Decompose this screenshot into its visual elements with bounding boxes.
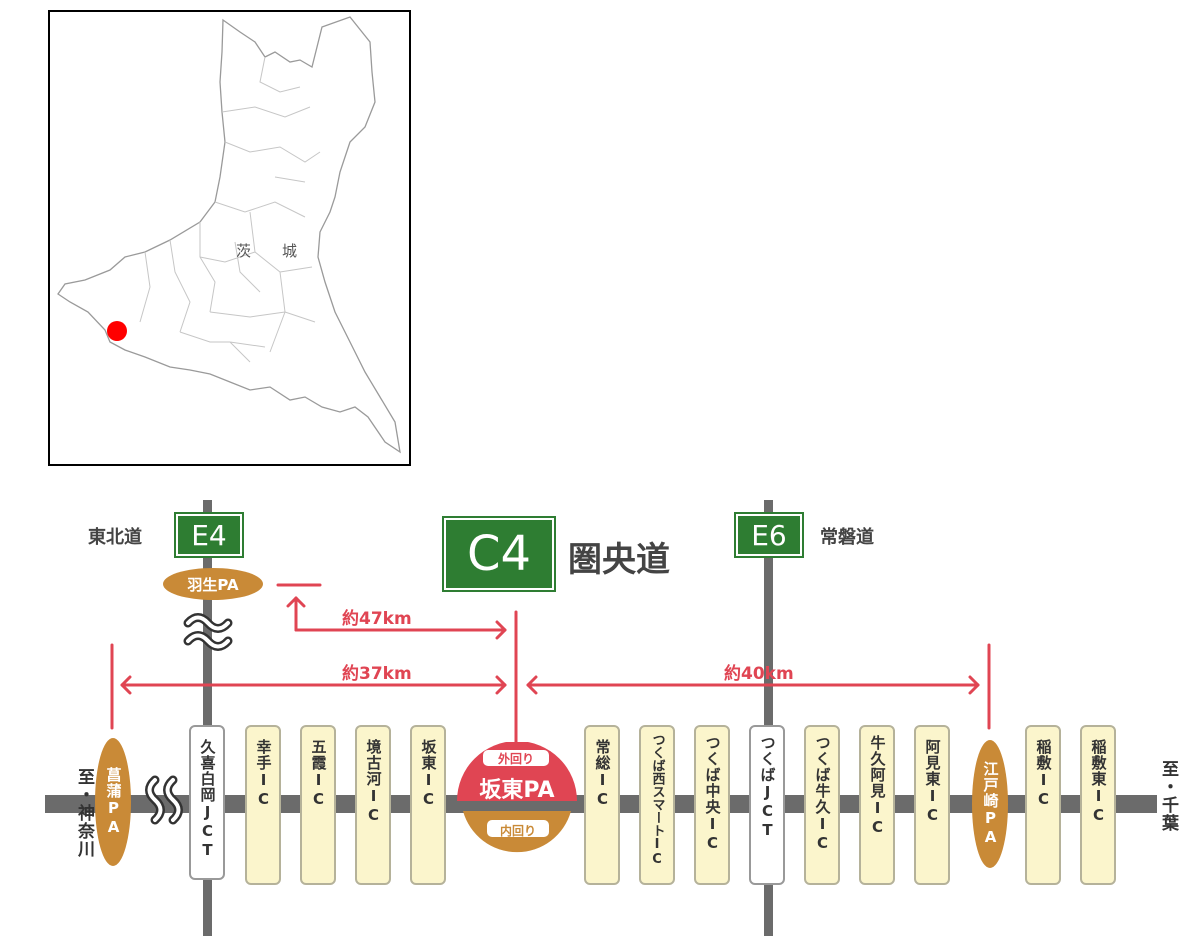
facility-joso-ic: 常総IC: [584, 725, 620, 885]
distance-40km: 約40km: [724, 664, 794, 684]
end-right-text: 至・千葉: [1158, 760, 1178, 832]
facility-label: 稲敷東IC: [1089, 739, 1108, 825]
facility-label: つくば中央IC: [703, 735, 722, 853]
distance-37km: 約37km: [342, 664, 412, 684]
facility-tsukuba-nishi-smart-ic: つくば西スマートIC: [639, 725, 675, 885]
facility-label: つくばJCT: [758, 735, 777, 840]
end-left-text: 至・神奈川: [74, 768, 94, 858]
facility-tsukuba-chuo-ic: つくば中央IC: [694, 725, 730, 885]
c4-route-code: C4: [466, 526, 532, 582]
c4-road-name: 圏央道: [568, 540, 670, 580]
facility-satte-ic: 幸手IC: [245, 725, 281, 885]
facility-label: 阿見東IC: [923, 739, 942, 825]
e4-road-line: [203, 500, 212, 936]
facility-tsukuba-ushiku-ic: つくば牛久IC: [804, 725, 840, 885]
facility-label: 牛久阿見IC: [868, 735, 887, 837]
bando-pa-outer: 外回り: [497, 752, 534, 766]
facility-goka-ic: 五霞IC: [300, 725, 336, 885]
c4-route-sign: C4: [442, 516, 556, 592]
facility-label: 幸手IC: [254, 739, 273, 809]
facility-shobu-pa: 菖蒲PA: [95, 738, 131, 866]
c4-break-icon: [145, 775, 183, 825]
facility-ami-higashi-ic: 阿見東IC: [914, 725, 950, 885]
e6-route-sign: E6: [734, 512, 804, 558]
hanyu-pa-badge: 羽生PA: [163, 568, 263, 600]
e4-road-name: 東北道: [88, 527, 142, 548]
facility-label: 常総IC: [593, 739, 612, 809]
map-label-2: 城: [282, 242, 298, 260]
hanyu-pa-label: 羽生PA: [187, 575, 239, 594]
facility-label: 久喜白岡JCT: [198, 739, 217, 860]
map-label-1: 茨: [236, 242, 252, 260]
facility-tsukuba-jct: つくばJCT: [749, 725, 785, 885]
distance-47km: 約47km: [342, 609, 412, 629]
facility-bando-ic: 坂東IC: [410, 725, 446, 885]
bando-pa-circle: [457, 742, 577, 853]
facility-inashiki-higashi-ic: 稲敷東IC: [1080, 725, 1116, 885]
facility-kuki-shiraoka-jct: 久喜白岡JCT: [189, 725, 225, 880]
facility-sakai-koga-ic: 境古河IC: [355, 725, 391, 885]
bando-pa-name: 坂東PA: [479, 778, 555, 803]
ibaraki-outline: [57, 16, 401, 454]
bando-pa-inner: 内回り: [499, 824, 536, 838]
location-marker: [107, 321, 127, 341]
facility-label: 境古河IC: [364, 739, 383, 825]
facility-label: 江戸崎PA: [981, 761, 1000, 847]
e6-road-name: 常磐道: [820, 527, 874, 548]
e4-route-sign: E4: [174, 512, 244, 558]
prefecture-map: 茨 城: [48, 10, 411, 466]
facility-inashiki-ic: 稲敷IC: [1025, 725, 1061, 885]
end-right-label: 至・千葉: [1132, 760, 1178, 860]
e4-route-code: E4: [191, 518, 227, 552]
facility-label: つくば西スマートIC: [649, 733, 665, 867]
e6-route-code: E6: [751, 518, 787, 552]
facility-label: 菖蒲PA: [104, 767, 123, 837]
facility-ushiku-ami-ic: 牛久阿見IC: [859, 725, 895, 885]
facility-edosaki-pa: 江戸崎PA: [972, 740, 1008, 868]
e4-break-icon: [183, 613, 233, 651]
facility-label: つくば牛久IC: [813, 735, 832, 853]
facility-label: 五霞IC: [309, 739, 328, 809]
facility-label: 坂東IC: [419, 739, 438, 809]
end-left-label: 至・神奈川: [48, 768, 94, 868]
e6-road-line: [764, 500, 773, 936]
facility-label: 稲敷IC: [1034, 739, 1053, 809]
